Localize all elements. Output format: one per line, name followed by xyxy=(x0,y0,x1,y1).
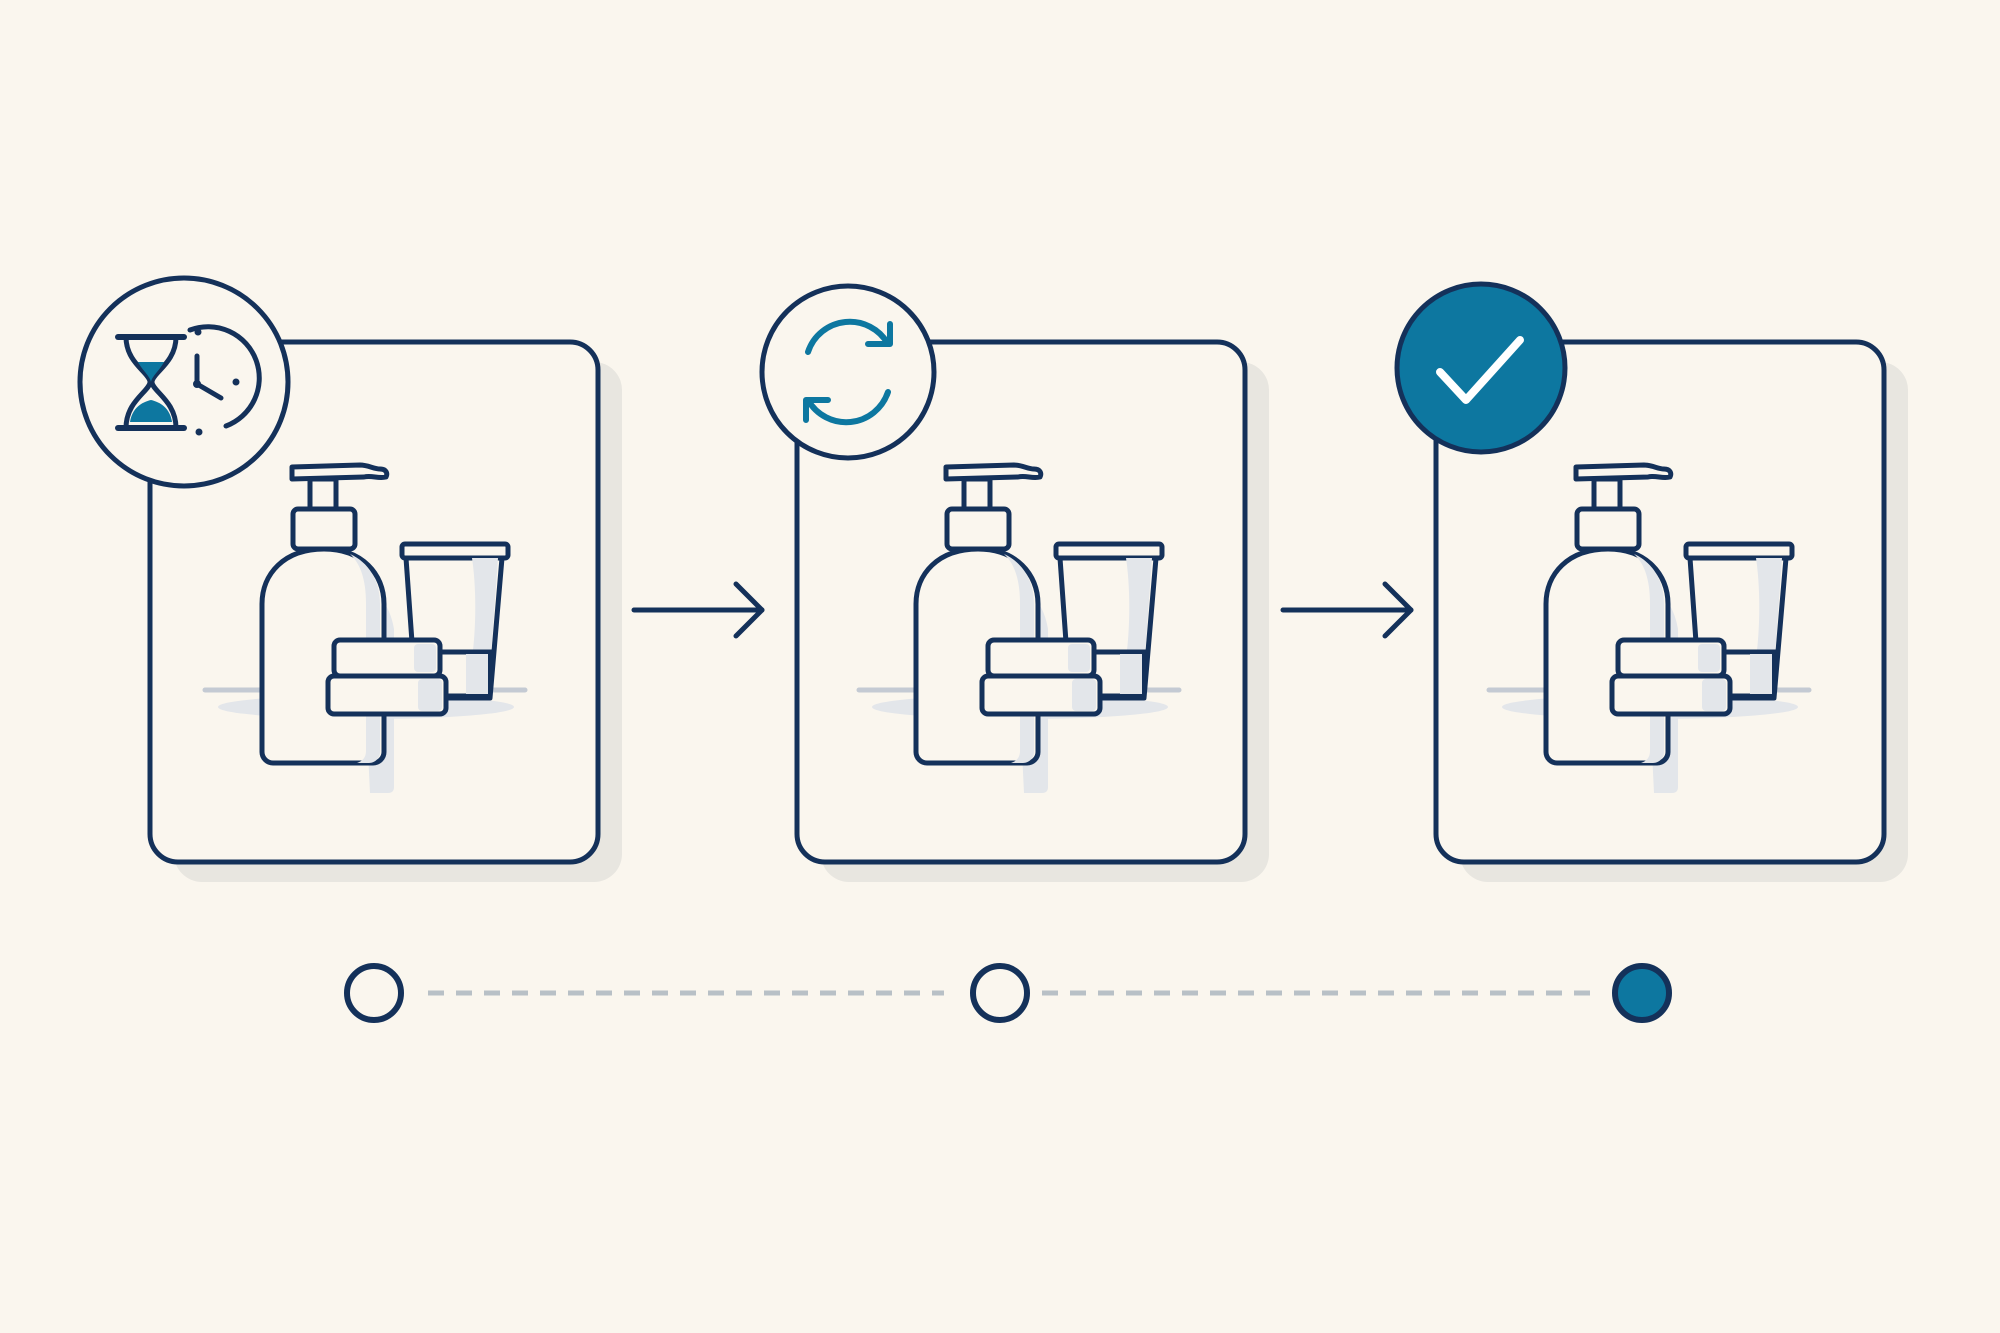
badge-complete xyxy=(1394,281,1568,455)
timeline-step-3 xyxy=(1612,963,1672,1023)
badge-processing xyxy=(759,283,937,461)
stage-card-waiting xyxy=(77,275,622,882)
arrow-right-icon xyxy=(1283,584,1411,636)
stage-card-processing xyxy=(759,283,1269,882)
hourglass-clock-icon xyxy=(115,324,262,436)
progress-timeline xyxy=(344,963,1672,1023)
check-icon xyxy=(1436,336,1524,404)
timeline-step-2 xyxy=(970,963,1030,1023)
timeline-step-1 xyxy=(344,963,404,1023)
arrow-right-icon xyxy=(634,584,762,636)
stage-card-complete xyxy=(1394,281,1908,882)
badge-waiting xyxy=(77,275,291,489)
refresh-icon xyxy=(803,318,893,426)
